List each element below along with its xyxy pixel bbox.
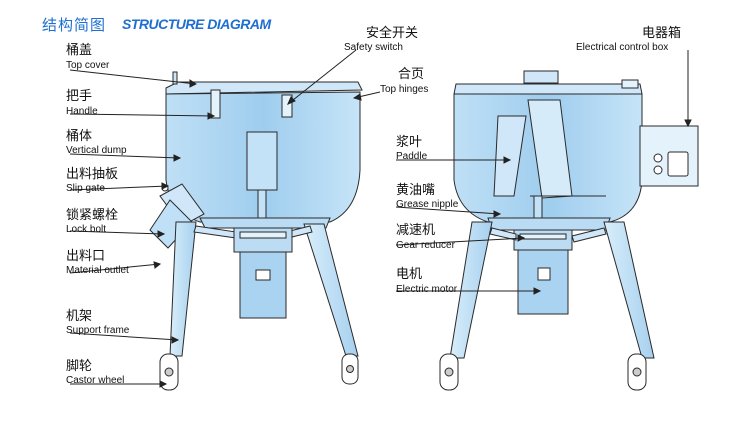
label-top-cover-cn: 桶盖 [66,43,93,58]
label-slip-gate-en: Slip gate [66,183,105,194]
label-handle-cn: 把手 [66,89,93,104]
label-top-hinges-en: Top hinges [380,84,429,95]
label-safety-switch-cn: 安全开关 [366,26,419,41]
diagram-title-en: STRUCTURE DIAGRAM [122,16,271,32]
label-electric-motor-cn: 电机 [396,267,423,282]
label-top-hinges-cn: 合页 [398,67,425,82]
label-lock-bolt-en: Lock bolt [66,224,107,235]
label-vertical-dump-en: Vertical dump [66,145,127,156]
label-paddle-en: Paddle [396,151,428,162]
label-gear-reducer-en: Gear reducer [396,240,455,251]
electric-motor [239,251,287,319]
label-castor-wheel-cn: 脚轮 [66,359,93,374]
right-rear-leg [603,221,655,359]
label-electrical-control-box-en: Electrical control box [576,42,669,53]
tank-bottom-rim [199,217,331,229]
label-electric-motor-en: Electric motor [396,284,458,295]
label-electrical-control-box-cn: 电器箱 [642,26,682,41]
label-handle-en: Handle [66,106,98,117]
label-lock-bolt-cn: 锁紧螺栓 [66,208,119,223]
handle [210,89,221,119]
paddle [493,115,527,197]
label-support-frame-en: Support frame [66,325,130,336]
left-rear-leg [303,223,359,357]
diagram-title-cn: 结构简图 [42,16,107,34]
inner-column [246,131,278,191]
top-hinge [621,79,639,89]
label-safety-switch-en: Safety switch [344,42,403,53]
right-front-leg [449,221,493,359]
right-electric-motor [517,249,569,315]
safety-switch [281,94,293,118]
label-slip-gate-cn: 出料抽板 [66,167,119,182]
label-grease-nipple-cn: 黄油嘴 [396,183,436,198]
label-top-cover-en: Top cover [66,60,110,71]
label-gear-reducer-cn: 减速机 [396,223,436,238]
right-machine [439,70,699,391]
right-top-rim [453,83,643,95]
leader-arrows [69,49,692,388]
label-paddle-cn: 浆叶 [396,135,423,150]
label-material-outlet-en: Material outlet [66,265,129,276]
left-front-leg [169,221,197,357]
left-machine [149,71,363,391]
label-support-frame-cn: 机架 [66,309,93,324]
label-castor-wheel-en: Castor wheel [66,375,125,386]
label-material-outlet-cn: 出料口 [66,249,106,264]
right-gear-reducer [513,229,573,251]
label-grease-nipple-en: Grease nipple [396,199,459,210]
top-cover-handle-post [172,71,178,85]
label-vertical-dump-cn: 桶体 [66,129,93,144]
